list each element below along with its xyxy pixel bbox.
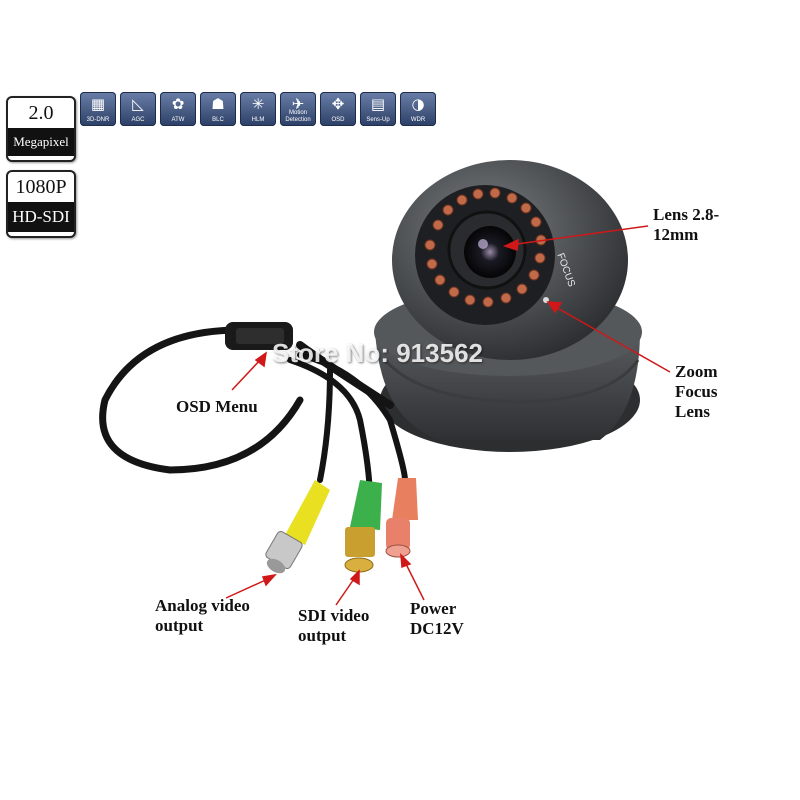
megapixel-label: Megapixel <box>8 128 74 156</box>
feature-wdr-icon: ◑WDR <box>400 92 436 126</box>
power-callout: Power DC12V <box>410 599 464 638</box>
cable-junction <box>225 322 293 350</box>
feature-3d-dnr-icon: ▦3D-DNR <box>80 92 116 126</box>
power-connector <box>385 478 418 558</box>
feature-icon-row: ▦3D-DNR ◺AGC ✿ATW ☗BLC ✳HLM ✈Motion Dete… <box>80 92 436 126</box>
analog-bnc-connector <box>265 480 330 574</box>
hd-sdi-label: HD-SDI <box>8 202 74 232</box>
cables <box>99 326 408 503</box>
megapixel-value: 2.0 <box>28 102 54 124</box>
lens-glass <box>464 226 516 278</box>
zoom-focus-callout: Zoom Focus Lens <box>675 362 718 421</box>
sdi-bnc-connector <box>344 480 382 573</box>
feature-agc-icon: ◺AGC <box>120 92 156 126</box>
analog-output-callout: Analog video output <box>155 596 250 635</box>
feature-motion-detection-icon: ✈Motion Detection <box>280 92 316 126</box>
ir-leds <box>424 187 547 308</box>
store-watermark: Store No: 913562 <box>272 338 483 368</box>
feature-osd-icon: ✥OSD <box>320 92 356 126</box>
feature-atw-icon: ✿ATW <box>160 92 196 126</box>
megapixel-badge: 2.0 Megapixel <box>6 96 76 162</box>
osd-menu-callout: OSD Menu <box>176 397 258 416</box>
feature-sens-up-icon: ▤Sens-Up <box>360 92 396 126</box>
camera-dome: FOCUS <box>392 160 628 360</box>
sdi-output-callout: SDI video output <box>298 606 370 645</box>
feature-hlm-icon: ✳HLM <box>240 92 276 126</box>
hd-sdi-badge: 1080P HD-SDI <box>6 170 76 238</box>
feature-blc-icon: ☗BLC <box>200 92 236 126</box>
callout-arrows <box>225 225 671 606</box>
lens-callout: Lens 2.8- 12mm <box>653 205 720 244</box>
resolution-label: 1080P <box>15 176 67 198</box>
